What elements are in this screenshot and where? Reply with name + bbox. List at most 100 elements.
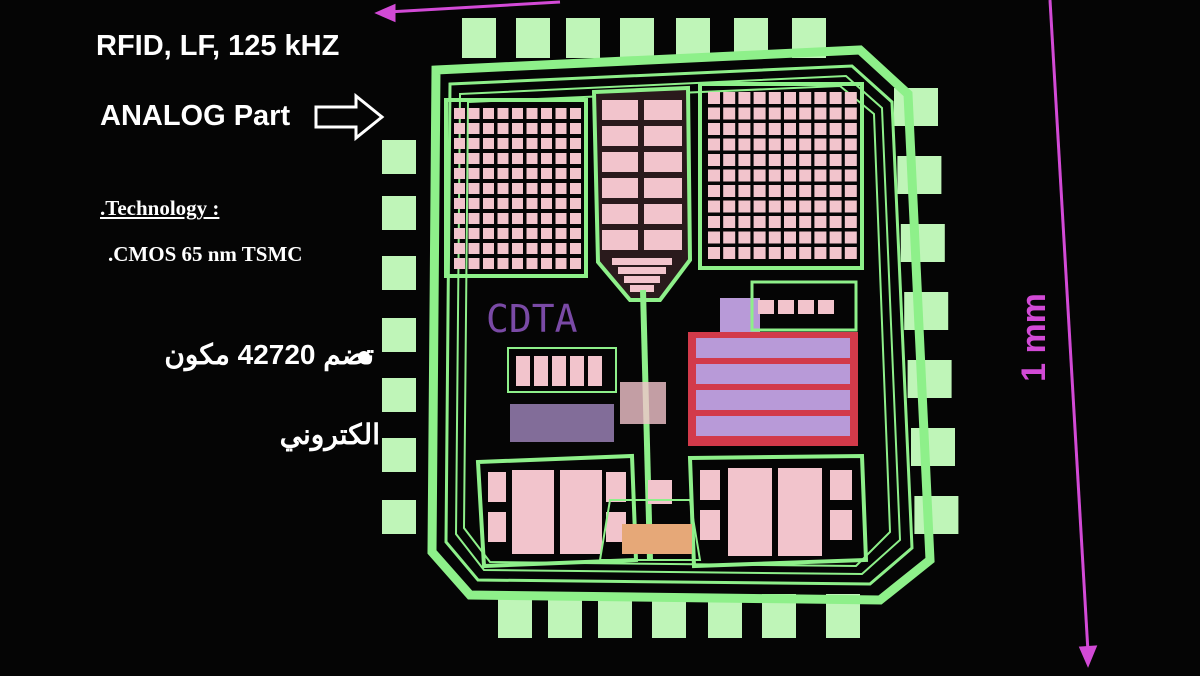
matrix-cell	[723, 154, 736, 166]
array-row	[696, 416, 850, 436]
matrix-cell	[541, 153, 552, 164]
matrix-cell	[814, 231, 827, 244]
io-pad-top	[462, 18, 496, 58]
matrix-cell	[784, 247, 796, 259]
matrix-cell	[468, 138, 480, 149]
matrix-cell	[526, 138, 538, 149]
matrix-cell	[844, 216, 857, 228]
io-pad-left	[382, 140, 416, 174]
height-dimension-arrow	[1048, 0, 1098, 668]
io-pad-top	[566, 18, 600, 58]
io-pad-top	[676, 18, 710, 58]
matrix-cell	[526, 258, 538, 269]
io-pad-left	[382, 378, 416, 412]
matrix-cell	[768, 154, 781, 166]
matrix-cell	[497, 183, 509, 194]
matrix-cell	[454, 153, 465, 164]
matrix-cell	[814, 123, 827, 135]
matrix-cell	[526, 213, 538, 224]
matrix-cell	[708, 200, 720, 213]
matrix-cell	[541, 243, 552, 254]
matrix-cell	[483, 123, 494, 134]
matrix-cell	[753, 200, 766, 213]
matrix-cell	[738, 185, 751, 197]
io-pad-left	[382, 256, 416, 290]
matrix-cell	[753, 231, 766, 244]
funnel-cell	[644, 152, 682, 172]
matrix-cell	[555, 108, 567, 119]
matrix-cell	[497, 138, 509, 149]
matrix-cell	[829, 154, 842, 166]
matrix-cell	[784, 216, 796, 228]
io-pad-right	[911, 428, 955, 466]
matrix-cell	[570, 123, 581, 134]
matrix-cell	[768, 216, 781, 228]
matrix-cell	[468, 108, 480, 119]
matrix-cell	[708, 92, 720, 104]
matrix-cell	[753, 92, 766, 104]
matrix-cell	[738, 200, 751, 213]
funnel-cell	[602, 178, 638, 198]
matrix-block-top-left	[444, 98, 588, 278]
matrix-cell	[799, 123, 812, 135]
matrix-cell	[526, 153, 538, 164]
slide-title: RFID, LF, 125 kHZ	[96, 30, 340, 62]
matrix-cell	[497, 168, 509, 179]
matrix-cell	[570, 138, 581, 149]
matrix-cell	[468, 258, 480, 269]
matrix-cell	[512, 183, 523, 194]
io-pad-left	[382, 500, 416, 534]
chip-rings	[427, 45, 935, 605]
matrix-cell	[829, 216, 842, 228]
matrix-cell	[829, 92, 842, 104]
matrix-cell	[570, 183, 581, 194]
bottom-center-block	[598, 480, 702, 561]
funnel-cell	[602, 100, 638, 120]
matrix-cell	[708, 169, 720, 182]
matrix-cell	[738, 123, 751, 135]
matrix-cell	[708, 107, 720, 120]
matrix-cell	[708, 123, 720, 135]
matrix-cell	[454, 123, 465, 134]
matrix-cell	[814, 138, 827, 151]
matrix-cell	[526, 243, 538, 254]
matrix-cell	[483, 198, 494, 209]
funnel-cell	[602, 230, 638, 250]
matrix-cell	[814, 185, 827, 197]
matrix-cell	[708, 216, 720, 228]
matrix-cell	[468, 198, 480, 209]
matrix-cell	[738, 216, 751, 228]
io-pad-bottom	[548, 594, 582, 638]
matrix-block-top-right	[698, 82, 864, 270]
funnel-cell	[602, 204, 638, 224]
io-pad-left	[382, 196, 416, 230]
matrix-cell	[799, 231, 812, 244]
right-arrow-icon	[314, 92, 385, 142]
matrix-cell	[512, 213, 523, 224]
matrix-cell	[468, 183, 480, 194]
matrix-cell	[570, 243, 581, 254]
funnel-cell	[644, 100, 682, 120]
matrix-cell	[844, 123, 857, 135]
matrix-cell	[512, 258, 523, 269]
technology-value: .CMOS 65 nm TSMC	[108, 242, 303, 266]
width-dimension-arrow	[374, 0, 561, 23]
matrix-cell	[454, 213, 465, 224]
matrix-cell	[768, 200, 781, 213]
matrix-cell	[483, 153, 494, 164]
io-pad-right	[914, 496, 959, 534]
matrix-cell	[454, 198, 465, 209]
matrix-cell	[570, 168, 581, 179]
matrix-cell	[468, 168, 480, 179]
matrix-cell	[738, 169, 751, 182]
matrix-cell	[738, 154, 751, 166]
matrix-cell	[555, 213, 567, 224]
central-funnel-block	[591, 85, 693, 561]
matrix-cell	[784, 123, 796, 135]
matrix-cell	[497, 228, 509, 239]
matrix-cell	[829, 231, 842, 244]
matrix-cell	[799, 169, 812, 182]
matrix-cell	[768, 247, 781, 259]
funnel-cell	[618, 267, 666, 274]
